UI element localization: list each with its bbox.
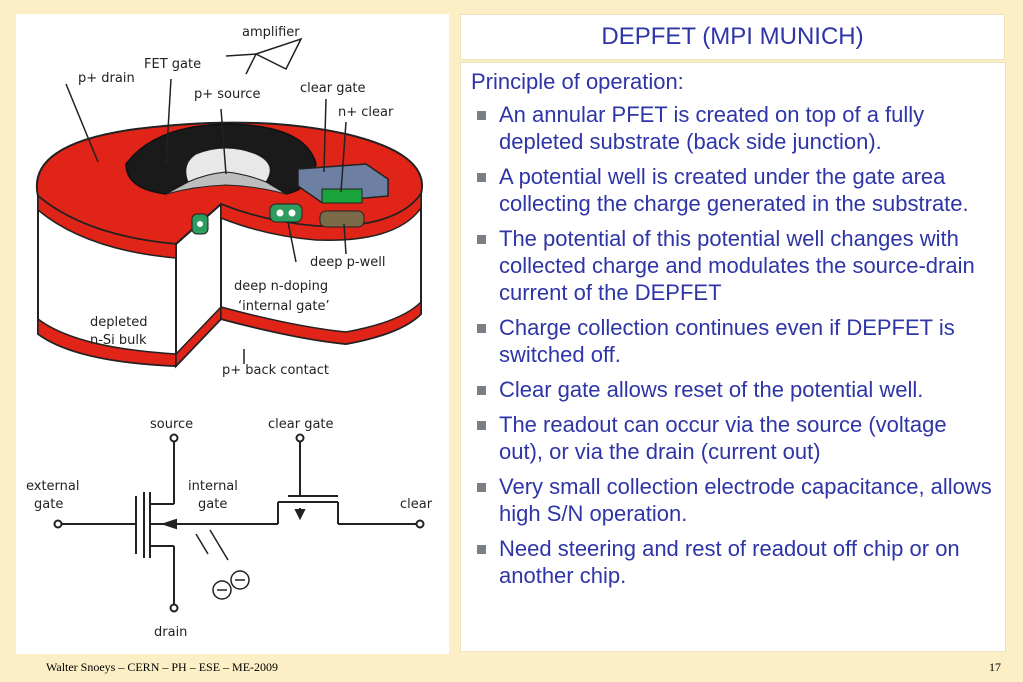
bullet-text: The readout can occur via the source (vo… bbox=[499, 412, 947, 464]
label-depleted: depleted bbox=[90, 315, 147, 330]
circuit-label-drain: drain bbox=[154, 625, 187, 640]
square-bullet-icon bbox=[477, 324, 486, 333]
label-deep-p-well: deep p-well bbox=[310, 255, 385, 270]
bullet-text: Charge collection continues even if DEPF… bbox=[499, 315, 955, 367]
bullet-item: An annular PFET is created on top of a f… bbox=[471, 101, 995, 155]
fet-gate-ring bbox=[125, 123, 317, 195]
bullet-item: The potential of this potential well cha… bbox=[471, 225, 995, 306]
deep-p-well bbox=[319, 210, 365, 228]
circuit-label-internal: internal bbox=[188, 479, 238, 494]
internal-gate-blob bbox=[191, 203, 303, 235]
bullet-text: The potential of this potential well cha… bbox=[499, 226, 975, 305]
label-amplifier: amplifier bbox=[242, 25, 300, 40]
slide-title: DEPFET (MPI MUNICH) bbox=[601, 23, 864, 50]
circuit-label-clear-gate: clear gate bbox=[268, 417, 334, 432]
label-internal-gate-quoted: ‘internal gate’ bbox=[238, 299, 330, 314]
label-n-si-bulk: n-Si bulk bbox=[90, 333, 147, 348]
electron-symbols bbox=[195, 529, 250, 600]
circuit-label-internal-gate: gate bbox=[198, 497, 227, 512]
square-bullet-icon bbox=[477, 545, 486, 554]
label-back-contact: p+ back contact bbox=[222, 363, 329, 378]
circuit-label-clear: clear bbox=[400, 497, 433, 512]
bullet-item: Need steering and rest of readout off ch… bbox=[471, 535, 995, 589]
bullet-item: The readout can occur via the source (vo… bbox=[471, 411, 995, 465]
square-bullet-icon bbox=[477, 111, 486, 120]
circuit-label-external: external bbox=[26, 479, 80, 494]
page-number: 17 bbox=[989, 660, 1001, 674]
bullet-item: Clear gate allows reset of the potential… bbox=[471, 376, 995, 403]
leader-lines bbox=[65, 78, 347, 263]
depfet-diagram: amplifier FET gate p+ drain p+ source cl… bbox=[26, 25, 433, 640]
slide-title-box: DEPFET (MPI MUNICH) bbox=[460, 14, 1005, 60]
diagram-panel: amplifier FET gate p+ drain p+ source cl… bbox=[16, 14, 449, 654]
amplifier-symbol bbox=[225, 37, 303, 75]
label-p-source: p+ source bbox=[194, 87, 260, 102]
square-bullet-icon bbox=[477, 421, 486, 430]
footer-author: Walter Snoeys – CERN – PH – ESE – ME-200… bbox=[46, 660, 279, 674]
square-bullet-icon bbox=[477, 386, 486, 395]
square-bullet-icon bbox=[477, 235, 486, 244]
label-fet-gate: FET gate bbox=[144, 57, 201, 72]
circuit-label-gate: gate bbox=[34, 497, 63, 512]
clear-gate-block bbox=[297, 163, 389, 204]
slide-content: Principle of operation: An annular PFET … bbox=[460, 62, 1006, 652]
bullet-list: An annular PFET is created on top of a f… bbox=[471, 101, 995, 589]
label-n-clear: n+ clear bbox=[338, 105, 394, 120]
label-clear-gate: clear gate bbox=[300, 81, 366, 96]
square-bullet-icon bbox=[477, 173, 486, 182]
label-deep-n-doping: deep n-doping bbox=[234, 279, 328, 294]
circuit-label-source: source bbox=[150, 417, 193, 432]
circuit-schematic bbox=[53, 433, 425, 613]
bullet-text: Very small collection electrode capacita… bbox=[499, 474, 992, 526]
bullet-text: Clear gate allows reset of the potential… bbox=[499, 377, 924, 402]
label-p-drain: p+ drain bbox=[78, 71, 135, 86]
section-heading: Principle of operation: bbox=[471, 69, 684, 94]
bullet-item: Very small collection electrode capacita… bbox=[471, 473, 995, 527]
bullet-text: Need steering and rest of readout off ch… bbox=[499, 536, 960, 588]
bullet-text: A potential well is created under the ga… bbox=[499, 164, 969, 216]
bullet-item: Charge collection continues even if DEPF… bbox=[471, 314, 995, 368]
bullet-item: A potential well is created under the ga… bbox=[471, 163, 995, 217]
square-bullet-icon bbox=[477, 483, 486, 492]
bullet-text: An annular PFET is created on top of a f… bbox=[499, 102, 925, 154]
